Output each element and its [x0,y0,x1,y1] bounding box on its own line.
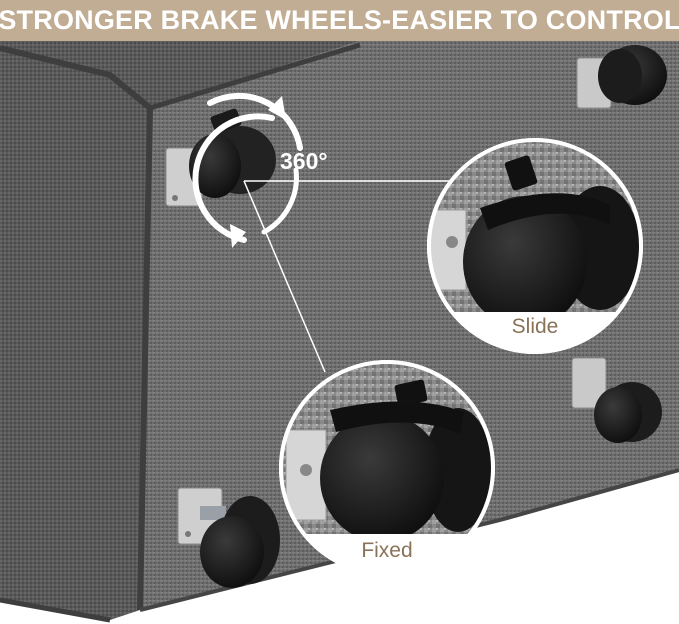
box-edge-piping [0,45,152,111]
title-banner: STRONGER BRAKE WHEELS-EASIER TO CONTROL [0,0,679,41]
banner-title: STRONGER BRAKE WHEELS-EASIER TO CONTROL [0,5,679,35]
fixed-label: Fixed [361,539,412,562]
caster-bottom-right [571,357,662,443]
connector-line-fixed [243,180,326,373]
rotation-label: 360° [280,148,328,174]
rotation-arrow-icon [192,92,303,248]
caster-top-right [576,45,667,109]
caster-bottom-left [177,487,280,588]
box-side-panel [0,41,360,620]
slide-label: Slide [512,315,559,338]
zoom-circle-slide [427,138,643,354]
